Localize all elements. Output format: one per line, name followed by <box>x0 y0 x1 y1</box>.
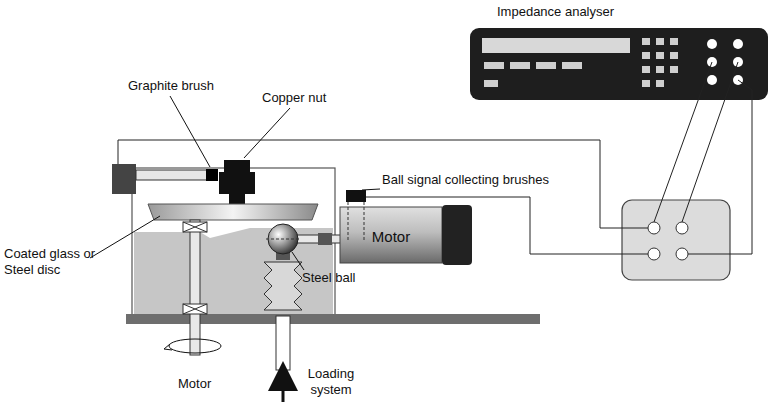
motor-body: Motor <box>342 212 440 260</box>
part-label: Impedance analyser <box>497 4 614 20</box>
part-label: Motor <box>178 376 211 392</box>
part-label: Ball signal collecting brushes <box>382 172 549 188</box>
part-label: Graphite brush <box>128 78 214 94</box>
part-label: Copper nut <box>262 90 326 106</box>
part-label: Steel ball <box>302 270 355 286</box>
node-text: Motor <box>372 228 410 245</box>
part-label: Loading system <box>298 366 364 397</box>
part-label: Coated glass or Steel disc <box>4 246 116 277</box>
